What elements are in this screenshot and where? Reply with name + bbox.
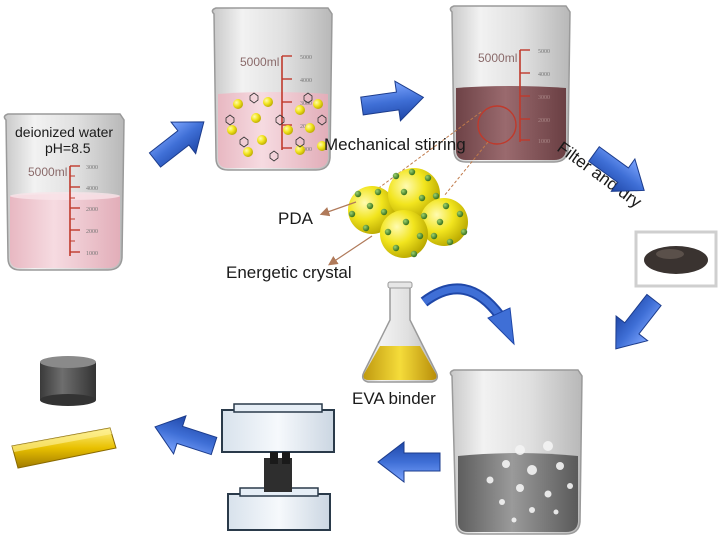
- beaker-label-line2: pH=8.5: [45, 140, 91, 156]
- tick-label: 4000: [300, 78, 312, 84]
- bubbles: [486, 441, 573, 523]
- curved-arrow-binder: [420, 283, 515, 346]
- cylinder-sample: [40, 356, 96, 406]
- tick-label: 1000: [86, 251, 98, 257]
- press-mold: [221, 403, 335, 531]
- beaker-binder-mix: [449, 369, 583, 535]
- arrow-to-final-beaker: [599, 287, 671, 362]
- tick-label: 5000: [538, 49, 550, 55]
- beaker-label-line1: deionized water: [15, 124, 113, 140]
- beaker-deionized-water: 5000ml 3000 4000 2000 2000 1000 deionize…: [3, 113, 125, 271]
- label-pda: PDA: [278, 209, 314, 228]
- label-energetic-crystal: Energetic crystal: [226, 263, 352, 282]
- tick-label: 4000: [538, 72, 550, 78]
- tick-label: 3000: [300, 101, 312, 107]
- pda-molecules: [225, 92, 327, 162]
- tick-label: 1000: [538, 139, 550, 145]
- zoom-line: [367, 111, 482, 197]
- tick-label: 3000: [86, 165, 98, 171]
- arrow-to-products: [148, 407, 221, 466]
- tick-label: 4000: [86, 186, 98, 192]
- arrow-to-stirring: [358, 77, 427, 127]
- volume-label: 5000ml: [478, 51, 517, 65]
- dried-powder: [634, 230, 718, 288]
- arrow-to-mold: [377, 441, 441, 483]
- flask-eva-binder: [361, 281, 439, 383]
- pda-dots: [348, 168, 468, 258]
- zoom-line: [443, 141, 489, 197]
- tick-label: 2000: [86, 207, 98, 213]
- gold-bar-sample: [11, 427, 117, 469]
- tick-label: 1000: [300, 147, 312, 153]
- tick-label: 2000: [86, 229, 98, 235]
- beaker-stirred: 5000ml 5000 4000 3000 2000 1000: [449, 5, 571, 163]
- volume-label: 5000ml: [28, 165, 67, 179]
- volume-label: 5000ml: [240, 55, 279, 69]
- label-mechanical-stirring: Mechanical stirring: [324, 135, 466, 154]
- yellow-particles: [227, 97, 327, 157]
- pda-pointer: [319, 201, 357, 217]
- arrow-to-mixing: [142, 105, 217, 177]
- coated-crystal-cluster: [348, 168, 468, 258]
- zoom-circle: [477, 105, 517, 145]
- label-eva-binder: EVA binder: [352, 389, 436, 408]
- crystal-pointer: [328, 235, 373, 266]
- beaker-mixing: 5000ml 5000 4000 3000 2000 1000: [211, 7, 333, 171]
- tick-label: 2000: [538, 118, 550, 124]
- tick-label: 3000: [538, 95, 550, 101]
- tick-label: 5000: [300, 55, 312, 61]
